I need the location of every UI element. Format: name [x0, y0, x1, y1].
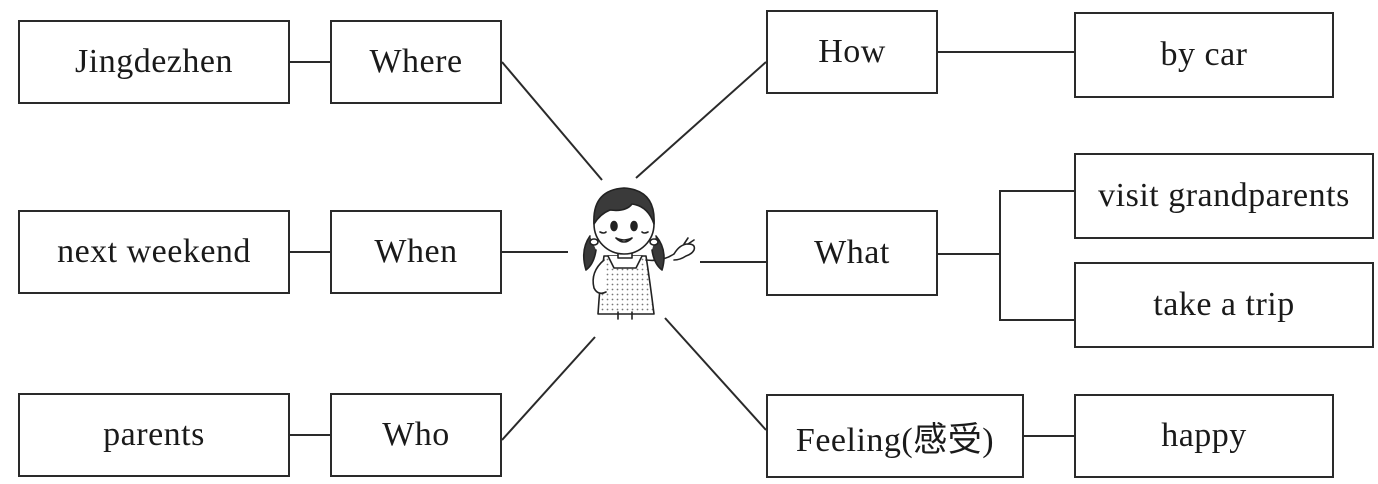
question-box-feeling: Feeling(感受)	[766, 394, 1024, 478]
connector-girl-how	[635, 61, 767, 179]
connector-girl-feeling	[664, 317, 767, 431]
answer-box-where: Jingdezhen	[18, 20, 290, 104]
question-box-how: How	[766, 10, 938, 94]
answer-who-text: parents	[103, 416, 205, 453]
question-who-text: Who	[382, 416, 450, 453]
connector-where-girl	[501, 61, 603, 181]
answer-what-1-text: visit grandparents	[1098, 177, 1350, 214]
question-box-who: Who	[330, 393, 502, 477]
answer-what-2-text: take a trip	[1153, 286, 1295, 323]
question-feeling-text: Feeling(感受)	[795, 421, 995, 459]
answer-where-text: Jingdezhen	[75, 43, 233, 80]
answer-feeling-text: happy	[1161, 417, 1247, 454]
question-where-text: Where	[369, 43, 463, 80]
question-box-when: When	[330, 210, 502, 294]
question-what-text: What	[814, 234, 890, 271]
answer-box-what-2: take a trip	[1074, 262, 1374, 348]
connector-who-girl	[501, 336, 596, 441]
question-box-what: What	[766, 210, 938, 296]
answer-when-text: next weekend	[57, 233, 251, 270]
answer-box-when: next weekend	[18, 210, 290, 294]
girl-illustration	[582, 187, 696, 320]
answer-box-what-1: visit grandparents	[1074, 153, 1374, 239]
question-box-where: Where	[330, 20, 502, 104]
question-when-text: When	[374, 233, 458, 270]
answer-how-text: by car	[1160, 36, 1248, 73]
answer-box-who: parents	[18, 393, 290, 477]
answer-box-feeling: happy	[1074, 394, 1334, 478]
question-how-text: How	[818, 33, 886, 70]
bracket-what-answers	[999, 190, 1074, 321]
answer-box-how: by car	[1074, 12, 1334, 98]
